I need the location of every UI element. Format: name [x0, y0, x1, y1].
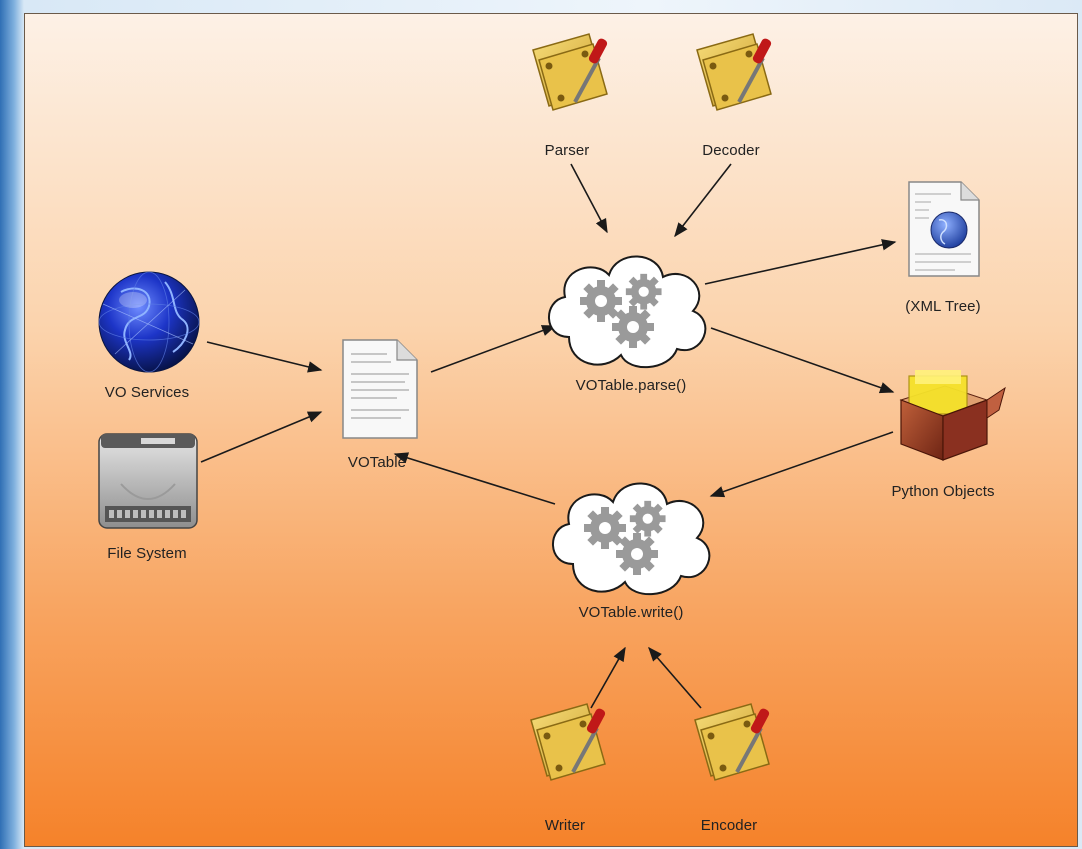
hard-drive-icon [98, 433, 198, 529]
diagram-canvas: Parser Decoder (XML Tree) VO Services VO… [24, 13, 1078, 847]
votable-label: VOTable [347, 454, 407, 471]
write-node [553, 483, 709, 594]
write-label: VOTable.write() [578, 604, 684, 621]
toolkit-icon [695, 32, 775, 112]
file-system-node [98, 433, 198, 529]
parser-node [531, 32, 611, 112]
writer-label: Writer [544, 817, 586, 834]
document-icon [342, 339, 418, 439]
parser-label: Parser [544, 142, 590, 159]
parse-node [549, 256, 705, 367]
package-box-icon [899, 370, 1006, 461]
toolkit-icon [693, 702, 773, 782]
gears-cloud-icon [549, 256, 705, 367]
arrow-encoder-to-write [648, 646, 702, 709]
arrow-parse-to-python_objects [710, 327, 895, 394]
writer-node [529, 702, 609, 782]
decoder-node [695, 32, 775, 112]
decoder-label: Decoder [702, 142, 760, 159]
toolkit-icon [531, 32, 611, 112]
vo-services-label: VO Services [104, 384, 190, 401]
arrow-writer-to-write [590, 646, 626, 709]
xml-document-icon [908, 181, 980, 277]
encoder-node [693, 702, 773, 782]
xml-tree-label: (XML Tree) [905, 298, 981, 315]
arrow-parse-to-xml_tree [704, 239, 897, 285]
file-system-label: File System [107, 545, 187, 562]
arrow-parser-to-parse [570, 163, 608, 234]
edges-group [200, 163, 897, 709]
gears-cloud-icon [553, 483, 709, 594]
votable-node [342, 339, 418, 439]
encoder-label: Encoder [700, 817, 758, 834]
arrow-file_system-to-votable [200, 411, 323, 463]
arrow-decoder-to-parse [674, 163, 732, 238]
arrow-write-to-votable [393, 452, 556, 505]
toolkit-icon [529, 702, 609, 782]
arrow-vo_services-to-votable [206, 341, 323, 373]
vo-services-node [98, 271, 200, 373]
python-objects-node [899, 370, 1006, 461]
python-objects-label: Python Objects [891, 483, 995, 500]
arrow-python_objects-to-write [709, 431, 894, 498]
xml-tree-node [908, 181, 980, 277]
flow-diagram [98, 32, 1006, 782]
parse-label: VOTable.parse() [575, 377, 687, 394]
globe-icon [98, 271, 200, 373]
arrow-votable-to-parse [430, 325, 557, 373]
